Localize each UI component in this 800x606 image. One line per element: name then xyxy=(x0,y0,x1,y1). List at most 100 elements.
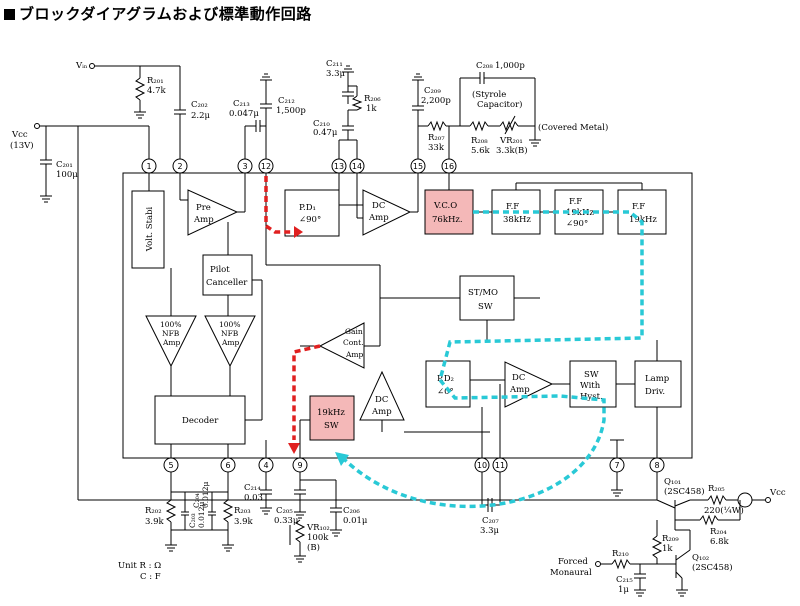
c201-value: 100μ xyxy=(56,170,78,180)
c211-value: 3.3μ xyxy=(326,69,346,79)
c207-label: C₂₀₇ xyxy=(482,516,499,526)
c208-label: C₂₀₈ xyxy=(476,61,493,71)
c214-label: C₂₁₄ xyxy=(244,483,261,493)
diagram-title: ブロックダイアグラムおよび標準動作回路 xyxy=(4,3,312,24)
ground-icon xyxy=(634,589,646,597)
nfb1-label-3: Amp xyxy=(162,338,181,347)
svg-text:16: 16 xyxy=(444,162,454,171)
gain-cont-label-2: Cont. xyxy=(343,338,363,347)
r203-label: R₂₀₃ xyxy=(234,506,251,516)
q102-value: (2SC458) xyxy=(692,562,733,573)
c206-label: C₂₀₆ xyxy=(343,506,360,516)
dc-amp-2-label-2: Amp xyxy=(371,407,392,417)
block-dc-amp-2: DC Amp xyxy=(359,370,405,421)
block-nfb-amp-1: 100% NFB Amp xyxy=(145,315,197,368)
c215-value: 1μ xyxy=(618,585,629,595)
styrole-label-2: Capacitor) xyxy=(477,99,522,110)
sw-hyst-label-1: SW xyxy=(584,370,599,380)
r207-label: R₂₀₇ xyxy=(428,133,445,143)
dc-amp-1-label-1: DC xyxy=(372,201,385,211)
r209-value: 1k xyxy=(662,544,673,554)
r205-label: R₂₀₅ xyxy=(708,484,725,494)
ff3-label-1: F.F xyxy=(632,202,645,212)
decoder-label: Decoder xyxy=(182,416,219,426)
c212-value: 1,500p xyxy=(276,106,306,116)
r208-value: 5.6k xyxy=(471,146,491,156)
gain-cont-label-1: Gain xyxy=(345,327,363,336)
block-pd1: P.D₁ ∠90° xyxy=(284,189,340,237)
pin-14: 14 xyxy=(349,158,365,174)
unit-r-label: Unit R : Ω xyxy=(118,561,161,571)
pin-12: 12 xyxy=(258,158,274,174)
ground-icon xyxy=(134,111,146,119)
red-arrow-icon xyxy=(294,226,303,238)
vr201-value: 3.3k(B) xyxy=(496,145,528,156)
pin-5: 5 xyxy=(163,457,179,473)
unit-c-label: C : F xyxy=(140,572,161,582)
vco-label-1: V.C.O xyxy=(433,201,457,211)
q101-label: Q₁₀₁ xyxy=(664,477,681,487)
monaural-label: Monaural xyxy=(550,568,592,578)
c212-label: C₂₁₂ xyxy=(278,96,295,106)
ground-icon xyxy=(294,555,306,563)
c204-label: C₂₀₄ xyxy=(192,493,201,508)
vr102-value: 100k xyxy=(307,533,329,543)
vr201-label: VR₂₀₁ xyxy=(499,136,523,146)
ground-icon xyxy=(412,73,424,86)
cyan-path-upper xyxy=(438,210,644,381)
dc-amp-3-label-1: DC xyxy=(512,373,525,383)
gain-cont-label-3: Amp xyxy=(345,350,364,359)
title-square-icon xyxy=(4,9,15,20)
vin-label: Vᵢₙ xyxy=(75,61,88,71)
block-lamp-driv: Lamp Driv. xyxy=(634,360,682,408)
r202-label: R₂₀₂ xyxy=(145,506,162,516)
nfb2-label-1: 100% xyxy=(219,320,240,329)
c205-label: C₂₀₅ xyxy=(276,506,293,516)
r206-value: 1k xyxy=(366,104,377,114)
block-volt-stabi: Volt. Stabi xyxy=(131,190,165,269)
ff2-label-3: ∠90° xyxy=(566,219,588,229)
vr102-label: VR₁₀₂ xyxy=(306,523,330,533)
c204-value: 0.012μ xyxy=(201,482,210,508)
block-pd2: P.D₂ ∠0° xyxy=(425,360,471,408)
svg-text:6: 6 xyxy=(225,461,230,470)
st-mo-sw-label-1: ST/MO xyxy=(468,288,498,298)
external-wires-top xyxy=(34,63,657,501)
c213-value: 0.047μ xyxy=(229,109,259,119)
block-nfb-amp-2: 100% NFB Amp xyxy=(204,315,256,368)
lamp-driv-label-1: Lamp xyxy=(645,374,670,384)
svg-text:13: 13 xyxy=(334,162,344,171)
lamp-driv-label-2: Driv. xyxy=(645,387,665,397)
pd2-label-2: ∠0° xyxy=(437,387,454,397)
c215-label: C₂₁₅ xyxy=(616,575,633,585)
c211-label: C₂₁₁ xyxy=(326,59,343,69)
r205-value: 220(¼W) xyxy=(704,505,744,516)
pin-1: 1 xyxy=(141,158,157,174)
sw19-label-1: 19kHz xyxy=(317,408,345,418)
covered-metal-label: (Covered Metal) xyxy=(538,122,608,133)
ff1-label-1: F.F xyxy=(506,202,519,212)
c203-value: 0.012μ xyxy=(197,502,206,528)
c208-value: 1,000p xyxy=(495,61,525,71)
ground-icon xyxy=(342,65,354,73)
ground-icon xyxy=(260,507,272,515)
pre-amp-label-2: Amp xyxy=(193,215,214,225)
sw19-label-2: SW xyxy=(324,421,339,431)
pin-15: 15 xyxy=(410,158,426,174)
title-text: ブロックダイアグラムおよび標準動作回路 xyxy=(19,5,312,23)
svg-text:9: 9 xyxy=(297,461,302,470)
pin-4: 4 xyxy=(258,457,274,473)
ground-icon xyxy=(40,195,52,203)
external-wires-bottom xyxy=(165,472,771,590)
ff1-label-2: 38kHz xyxy=(503,215,531,225)
r204-label: R₂₀₄ xyxy=(710,527,727,537)
pilot-canceller-label-1: Pilot xyxy=(210,265,230,275)
ff2-label-2: 19kHz xyxy=(566,208,594,218)
c209-label: C₂₀₉ xyxy=(424,86,441,96)
vcc-left-label: Vcc xyxy=(11,130,28,140)
c209-value: 2,200p xyxy=(421,96,451,106)
svg-text:11: 11 xyxy=(495,461,505,470)
st-mo-sw-label-2: SW xyxy=(478,302,493,312)
red-arrow-icon xyxy=(288,443,300,454)
pd2-label-1: P.D₂ xyxy=(437,374,454,384)
